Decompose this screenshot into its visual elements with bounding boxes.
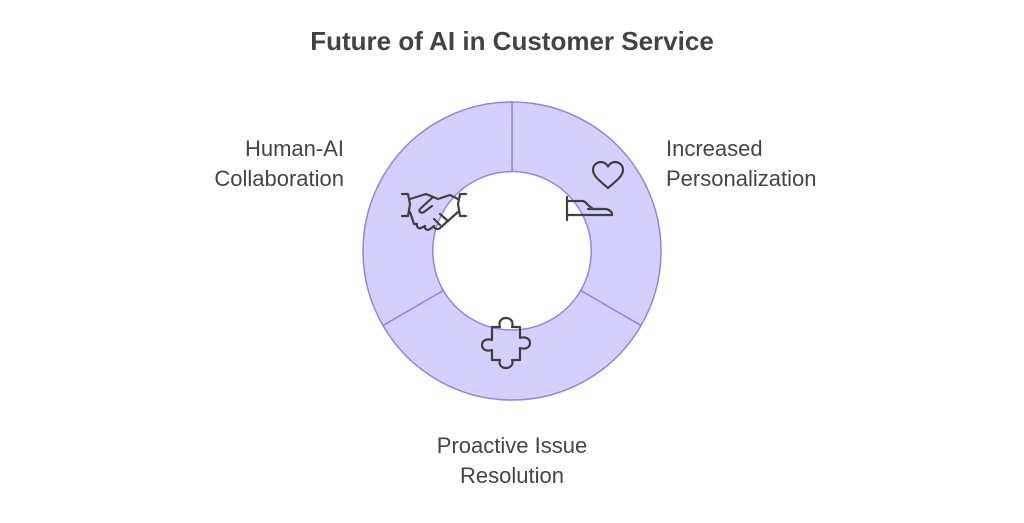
puzzle-piece-icon bbox=[480, 316, 532, 370]
label-line: Collaboration bbox=[214, 166, 344, 191]
label-proactive-issue-resolution: Proactive Issue Resolution bbox=[0, 431, 1024, 491]
label-line: Resolution bbox=[460, 463, 564, 488]
label-line: Personalization bbox=[666, 166, 817, 191]
ring-segment-proactive-issue-resolution bbox=[381, 289, 643, 401]
label-line: Increased bbox=[666, 136, 763, 161]
ring-segment-increased-personalization bbox=[511, 101, 662, 327]
heart-hand-icon bbox=[565, 160, 625, 222]
label-human-ai-collaboration: Human-AI Collaboration bbox=[214, 134, 344, 194]
label-line: Proactive Issue bbox=[436, 433, 588, 458]
label-line: Human-AI bbox=[244, 136, 344, 161]
ring bbox=[362, 101, 662, 401]
handshake-icon bbox=[400, 192, 468, 231]
diagram-title: Future of AI in Customer Service bbox=[310, 26, 714, 56]
ring-segment-human-ai-collaboration bbox=[362, 101, 513, 327]
label-increased-personalization: Increased Personalization bbox=[666, 134, 816, 194]
